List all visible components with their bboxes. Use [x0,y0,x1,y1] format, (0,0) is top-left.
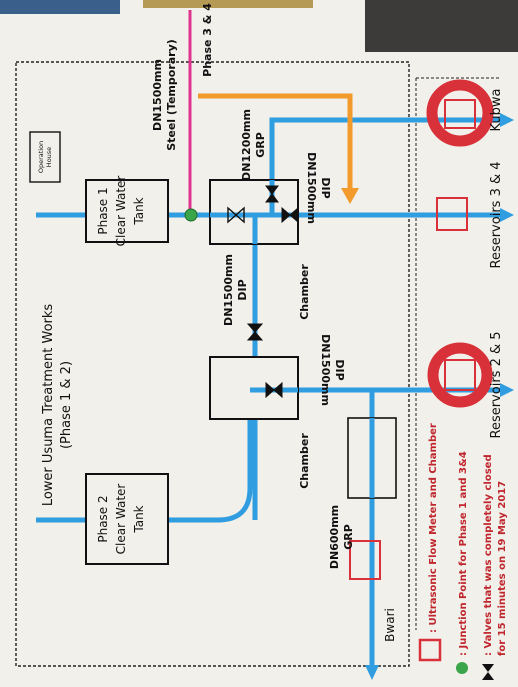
grp1200-label-line1: DN1200mm [240,109,253,181]
grp600-label-line2: GRP [342,524,355,550]
dip-lower-label-line1: DN1500mm [319,334,332,406]
upper-chamber-label: Chamber [298,264,311,320]
legend-flowmeter-icon [420,640,440,660]
destination-bwari: Bwari [383,608,397,642]
dip-upper-label-line1: DN1500mm [305,152,318,224]
phase1-tank-line3: Tank [132,197,146,225]
legend-flowmeter-text: : Ultrasonic Flow Meter and Chamber [428,423,439,633]
dip-lower-label-line2: DIP [333,359,346,380]
steel-pipe-label-line2: Steel (Temporary) [165,39,178,151]
phase1-tank-line2: Clear Water [114,176,128,247]
destination-kubwa: Kubwa [489,89,504,132]
steel-pipe-label-line1: DN1500mm [151,59,164,131]
legend-valve-icon [482,664,494,680]
flow-meter-reservoirs25-icon [445,360,475,390]
phase1-tank-line1: Phase 1 [96,187,110,234]
phase34-label: Phase 3 & 4 [201,3,214,77]
destination-reservoirs25: Reservoirs 2 & 5 [489,331,504,438]
operation-house-line1: Operation [37,141,45,173]
photo-edge-middle [143,0,313,8]
arrow-bwari [365,665,379,680]
highlight-circle-reservoirs25 [433,348,487,402]
photo-edge-right [365,0,518,52]
destination-reservoirs34: Reservoirs 3 & 4 [489,161,504,268]
dip-mid-label-line2: DIP [236,279,249,300]
operation-house-line2: House [45,147,53,167]
lower-chamber-label: Chamber [298,433,311,489]
highlight-circle-kubwa [432,85,488,141]
grp600-label-line1: DN600mm [328,505,341,569]
structures [30,132,396,564]
photo-edge-left [0,0,120,14]
legend-valves-text-line2: for 15 minutes on 19 May 2017 [497,481,508,656]
title-line1: Lower Usuma Treatment Works [41,304,56,507]
valve-vertical-connector-icon [248,324,262,340]
phase2-tank-line3: Tank [132,505,146,533]
legend-junction-icon [456,662,468,674]
legend: : Ultrasonic Flow Meter and Chamber : Ju… [420,423,508,680]
grp1200-label-line2: GRP [254,132,267,158]
phase2-tank-line2: Clear Water [114,484,128,555]
title-line2: (Phase 1 & 2) [59,361,74,449]
legend-junction-text: : Junction Point for Phase 1 and 3&4 [458,451,469,656]
junction-point-icon [185,209,197,221]
dip-mid-label-line1: DN1500mm [222,254,235,326]
phase2-tank-line1: Phase 2 [96,495,110,542]
dip-upper-label-line2: DIP [319,177,332,198]
flow-meter-kubwa-icon [445,100,475,128]
legend-valves-text-line1: : Valves that was completely closed [483,454,494,656]
arrow-phase34 [341,188,359,204]
